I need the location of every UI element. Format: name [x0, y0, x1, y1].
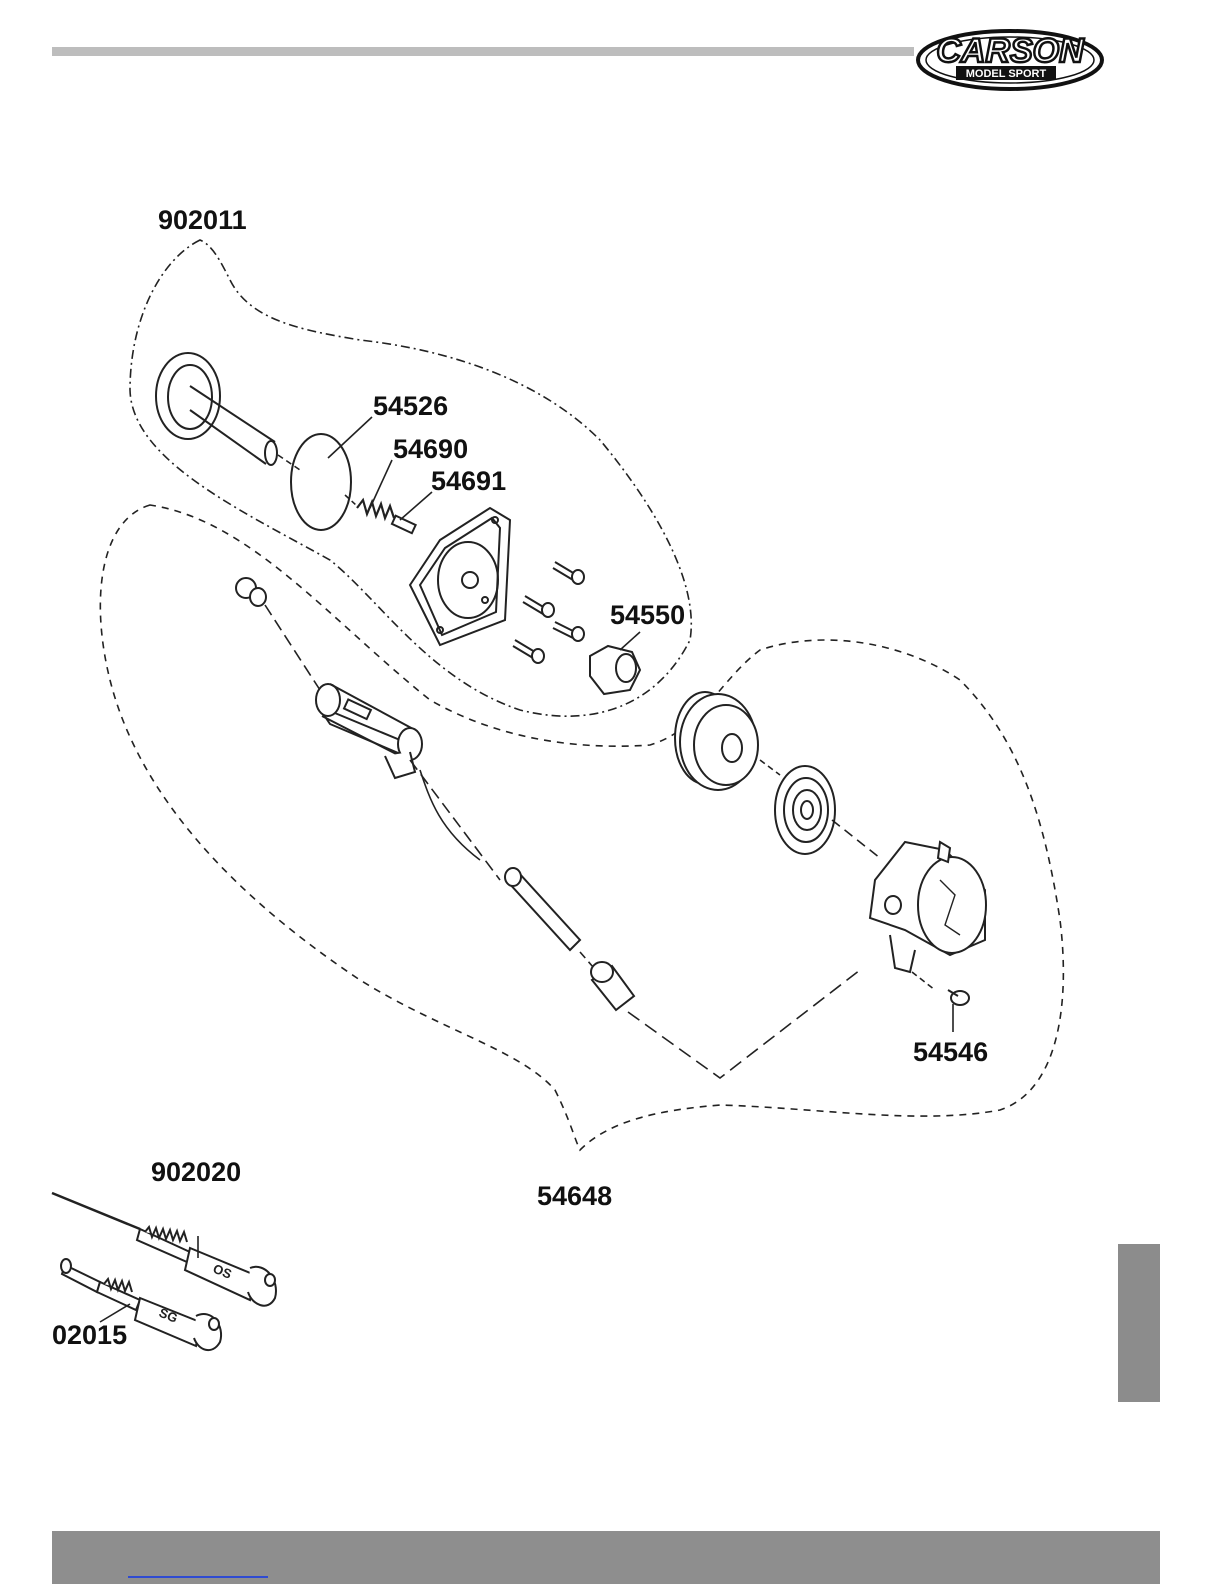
hex-adapter-part: [590, 646, 640, 694]
glow-connector-os-part: [52, 1193, 276, 1306]
sleeve-part: [591, 962, 634, 1010]
glow-clip-part: [236, 578, 266, 606]
label-54648: 54648: [537, 1183, 612, 1210]
starter-shaft-part: [156, 353, 277, 465]
side-tab: [1118, 1244, 1160, 1402]
pin-part: [392, 516, 416, 533]
footer-link[interactable]: [128, 1576, 268, 1578]
label-54546: 54546: [913, 1039, 988, 1066]
recoil-spring-part: [775, 766, 835, 854]
assembly-outline-top: [130, 240, 691, 716]
label-54550: 54550: [610, 602, 685, 629]
bolt-parts: [513, 562, 584, 663]
starter-housing-part: [870, 842, 986, 972]
label-02015: 02015: [52, 1322, 127, 1349]
label-54691: 54691: [431, 468, 506, 495]
label-54526: 54526: [373, 393, 448, 420]
label-902020: 902020: [151, 1159, 241, 1186]
rod-part: [505, 868, 580, 950]
o-ring-part: [291, 434, 351, 530]
carrier-plate-part: [410, 508, 510, 645]
screw-part: [948, 990, 969, 1005]
spring-part: [357, 500, 394, 518]
pulley-part: [675, 692, 758, 790]
glow-igniter-part: [316, 684, 422, 778]
label-54690: 54690: [393, 436, 468, 463]
label-902011: 902011: [158, 207, 247, 234]
